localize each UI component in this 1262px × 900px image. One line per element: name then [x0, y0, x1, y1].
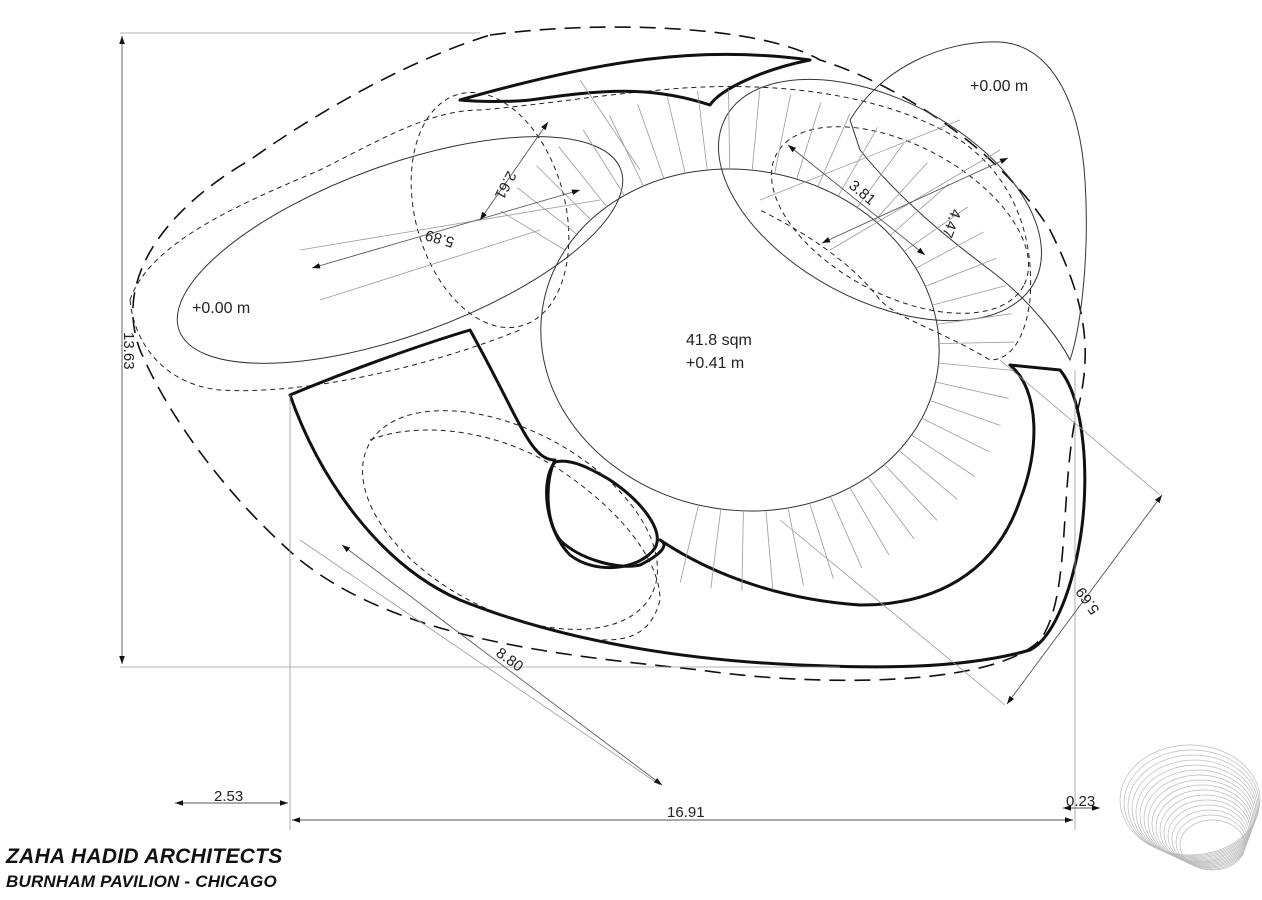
center-level-label: +0.41 m	[686, 355, 744, 372]
rib-line	[867, 476, 915, 540]
right-lobe	[849, 41, 1087, 362]
rib-line	[774, 95, 791, 174]
right-level-label: +0.00 m	[970, 78, 1028, 95]
dim-line-diagonal-lower	[341, 544, 663, 786]
dim-line-left-lobe-width	[479, 121, 549, 221]
main-wall-left	[288, 328, 1087, 669]
thumbnail-contour	[1151, 784, 1253, 864]
rib-line	[697, 91, 708, 171]
rib-line	[921, 417, 990, 453]
lower-left-inner-dashed	[369, 429, 661, 641]
canopy-lower-dashed	[129, 299, 521, 392]
thumbnail-contour	[1179, 819, 1246, 871]
rib-line	[666, 96, 686, 174]
center-area-label: 41.8 sqm	[686, 332, 752, 349]
dim-width-label: 16.91	[667, 804, 705, 821]
rib-line	[710, 508, 722, 589]
dimension-lines	[119, 36, 1163, 823]
rib-line	[829, 496, 863, 569]
dim-left-lobe-length-label: 5.89	[423, 226, 456, 250]
rib-line	[582, 129, 625, 196]
rib-line	[939, 341, 1015, 345]
radial-ribs	[500, 89, 1015, 591]
dim-left-lobe-width-label: 2.61	[491, 168, 520, 202]
left-ellipse	[176, 136, 624, 364]
rib-line	[796, 102, 822, 180]
thumbnail-contour	[1127, 754, 1259, 858]
dim-right-lobe-outer-label: 4.47	[938, 207, 964, 240]
thumbnail-contour	[1131, 759, 1258, 859]
canopy-outline-dashed	[129, 86, 1032, 361]
roof-outline-dashed	[132, 26, 1086, 682]
rib-line	[938, 362, 1014, 371]
rib-line	[728, 89, 731, 170]
rib-line	[817, 113, 851, 187]
thumbnail-contour	[1123, 749, 1260, 857]
thumbnail-contour	[1175, 814, 1247, 870]
thumbnail-contour	[1155, 789, 1252, 865]
thumbnail-contour	[1147, 779, 1254, 863]
right-ellipse-inner-dashed	[770, 126, 1030, 314]
rib-line	[558, 146, 608, 207]
firm-name: ZAHA HADID ARCHITECTS	[6, 845, 283, 868]
rib-line	[787, 507, 804, 586]
dim-line-right-lobe-outer	[821, 157, 1009, 244]
lower-left-dashed	[362, 410, 658, 630]
rib-line	[500, 210, 566, 251]
rib-line	[925, 257, 997, 287]
left-ellipse-dashed	[410, 91, 570, 329]
thumbnail-contour	[1171, 809, 1248, 869]
dim-left-offset-label: 2.53	[214, 788, 243, 805]
thumbnail-contour	[1143, 774, 1255, 862]
rib-line	[609, 115, 644, 187]
rib-line	[637, 104, 665, 179]
dim-right-offset-label: 0.23	[1066, 793, 1095, 810]
thumbnail-contour	[1163, 799, 1250, 867]
rib-line	[809, 503, 834, 579]
thumbnail-contour	[1167, 804, 1249, 868]
thumbnail-contour	[1159, 794, 1251, 866]
thumbnail-contour	[1139, 769, 1256, 861]
rib-line	[516, 187, 578, 235]
rib-line	[765, 510, 774, 590]
central-void	[540, 168, 940, 512]
rib-line	[935, 381, 1009, 399]
central-tongue	[545, 459, 659, 570]
rib-line	[679, 504, 699, 583]
rib-line	[741, 510, 744, 591]
rib-line	[932, 285, 1006, 306]
main-wall-outer	[458, 52, 812, 107]
dim-height-label: 13.63	[120, 332, 137, 370]
dim-line-left-lobe-length	[311, 189, 581, 269]
rib-line	[884, 464, 938, 521]
rib-line	[849, 487, 890, 556]
left-level-label: +0.00 m	[192, 300, 250, 317]
dim-line-diagonal-right	[1006, 494, 1163, 705]
rib-line	[751, 90, 761, 171]
axonometric-thumbnail	[1119, 744, 1261, 871]
dim-diagonal-right-label: 5.69	[1073, 584, 1104, 618]
construction-lines	[120, 32, 1161, 830]
rib-line	[911, 434, 976, 477]
thumbnail-contour	[1119, 744, 1261, 856]
rib-line	[898, 450, 958, 500]
project-name: BURNHAM PAVILION - CHICAGO	[6, 872, 277, 891]
rib-line	[929, 400, 1001, 427]
rib-line	[536, 165, 592, 220]
thumbnail-contour	[1135, 764, 1257, 860]
right-ellipse	[718, 78, 1042, 322]
rib-line	[936, 313, 1012, 325]
